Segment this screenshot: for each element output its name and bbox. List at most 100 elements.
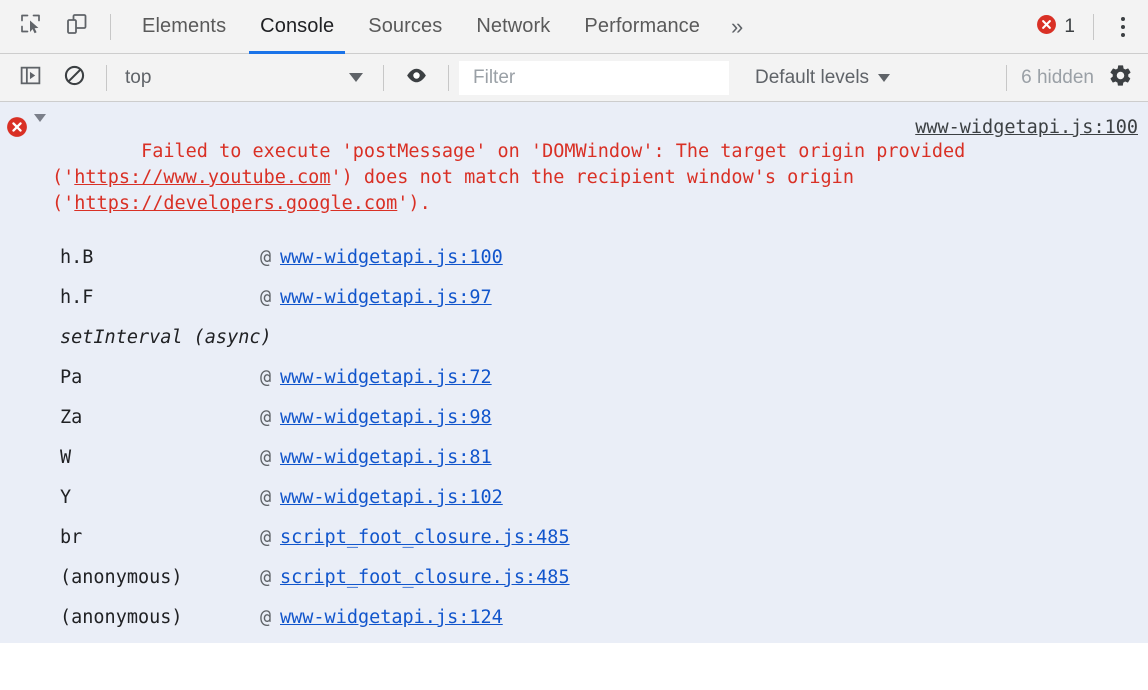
chevron-down-icon [878,73,891,82]
console-sidebar-icon [19,64,42,92]
stack-frame-at: @ [260,487,272,508]
hidden-messages-count: 6 hidden [1021,66,1094,88]
stack-frame-function: h.F [60,287,94,308]
triangle-down-icon [34,114,46,139]
error-origin-link-2[interactable]: https://developers.google.com [74,193,398,214]
inspect-element-button[interactable] [8,4,54,50]
settings-button[interactable] [1098,58,1142,98]
execution-context-selector[interactable]: top [117,62,373,94]
error-text-part: '). [397,193,431,214]
stack-frame[interactable]: Za @ www-widgetapi.js:98 [0,407,1148,447]
stack-frame[interactable]: Pa @ www-widgetapi.js:72 [0,367,1148,407]
stack-frame-function: h.B [60,247,94,268]
stack-frame[interactable]: (anonymous) @ www-widgetapi.js:124 [0,607,1148,643]
stack-frame-link[interactable]: www-widgetapi.js:81 [280,447,492,468]
clear-console-icon [63,64,86,92]
stack-frame-function: setInterval (async) [60,327,272,348]
stack-frame[interactable]: br @ script_foot_closure.js:485 [0,527,1148,567]
stack-frame-async-boundary: setInterval (async) [0,327,1148,367]
filter-box[interactable] [459,60,729,95]
stack-frame[interactable]: Y @ www-widgetapi.js:102 [0,487,1148,527]
error-origin-link-1[interactable]: https://www.youtube.com [74,167,331,188]
tab-elements-label: Elements [142,15,227,37]
stack-frame-at: @ [260,527,272,548]
stack-frame-at: @ [260,367,272,388]
log-levels-label: Default levels [755,66,870,88]
execution-context-label: top [125,66,152,88]
stack-frame-function: Za [60,407,83,428]
tab-performance-label: Performance [584,15,700,37]
message-level-icon-wrap [0,113,34,143]
stack-frame[interactable]: (anonymous) @ script_foot_closure.js:485 [0,567,1148,607]
console-sidebar-toggle-button[interactable] [8,58,52,98]
message-source-link[interactable]: www-widgetapi.js:100 [915,117,1138,138]
clear-console-button[interactable] [52,58,96,98]
tab-sources-label: Sources [368,15,443,37]
stack-frame-link[interactable]: script_foot_closure.js:485 [280,527,570,548]
panel-tabs: Elements Console Sources Network Perform… [125,0,757,54]
more-tabs-button[interactable]: » [717,0,757,54]
kebab-dot [1121,32,1125,37]
tabbar-right-group: 1 [1028,0,1148,53]
inspect-element-icon [19,12,43,41]
stack-frame-link[interactable]: script_foot_closure.js:485 [280,567,570,588]
kebab-menu-icon[interactable] [1104,4,1142,50]
error-count-label: 1 [1064,15,1075,37]
error-circle-icon [1036,14,1057,40]
stack-frame[interactable]: h.F @ www-widgetapi.js:97 [0,287,1148,327]
tab-console-label: Console [260,15,335,37]
stack-frame-link[interactable]: www-widgetapi.js:100 [280,247,503,268]
stack-frame-at: @ [260,447,272,468]
stack-frame-link[interactable]: www-widgetapi.js:98 [280,407,492,428]
error-text-part: Failed to execute 'postMessage' on 'DOMW… [52,141,977,188]
tabbar-right-divider [1093,13,1094,40]
toolbar-divider-2 [383,64,384,91]
toolbar-divider-3 [448,64,449,91]
tabbar-divider [110,13,111,40]
chevron-down-icon [349,73,363,82]
more-tabs-label: » [731,13,744,39]
tab-sources[interactable]: Sources [351,0,459,54]
stack-frame-function: W [60,447,72,468]
tab-console[interactable]: Console [243,0,351,54]
device-toolbar-button[interactable] [54,4,100,50]
stack-frame-link[interactable]: www-widgetapi.js:97 [280,287,492,308]
stack-frame-function: Y [60,487,72,508]
toolbar-divider-4 [1006,64,1008,91]
stack-frame-link[interactable]: www-widgetapi.js:102 [280,487,503,508]
kebab-dot [1121,24,1125,29]
tab-network[interactable]: Network [459,0,567,54]
tab-performance[interactable]: Performance [567,0,717,54]
error-text-part: ') does not match the recipient window's… [52,167,866,214]
log-levels-dropdown[interactable]: Default levels [743,61,902,95]
toolbar-divider-1 [106,64,107,91]
kebab-dot [1121,16,1125,21]
stack-frame-at: @ [260,247,272,268]
filter-input[interactable] [471,65,717,90]
live-expression-button[interactable] [394,58,438,98]
stack-frame-function: (anonymous) [60,567,183,588]
error-circle-icon [6,116,28,143]
devtools-tabbar: Elements Console Sources Network Perform… [0,0,1148,54]
stack-frame-function: (anonymous) [60,607,183,628]
stack-frame-link[interactable]: www-widgetapi.js:124 [280,607,503,628]
stack-frame-at: @ [260,607,272,628]
stack-frame-function: br [60,527,83,548]
console-toolbar-right-group: 6 hidden [996,54,1148,101]
console-message-list[interactable]: Failed to execute 'postMessage' on 'DOMW… [0,102,1148,643]
error-count-badge[interactable]: 1 [1028,14,1083,40]
stack-frame-at: @ [260,567,272,588]
tab-elements[interactable]: Elements [125,0,243,54]
stack-frame[interactable]: W @ www-widgetapi.js:81 [0,447,1148,487]
gear-icon [1108,63,1133,93]
stack-frame-link[interactable]: www-widgetapi.js:72 [280,367,492,388]
stack-trace: h.B @ www-widgetapi.js:100 h.F @ www-wid… [0,243,1148,643]
stack-frame[interactable]: h.B @ www-widgetapi.js:100 [0,247,1148,287]
console-error-message-group[interactable]: Failed to execute 'postMessage' on 'DOMW… [0,102,1148,643]
message-disclosure-toggle[interactable] [34,113,52,140]
console-error-message[interactable]: Failed to execute 'postMessage' on 'DOMW… [0,108,1148,243]
console-toolbar: top Default levels 6 hidden [0,54,1148,102]
device-toolbar-icon [65,12,89,41]
tab-network-label: Network [476,15,551,37]
console-error-text: Failed to execute 'postMessage' on 'DOMW… [52,113,1148,243]
